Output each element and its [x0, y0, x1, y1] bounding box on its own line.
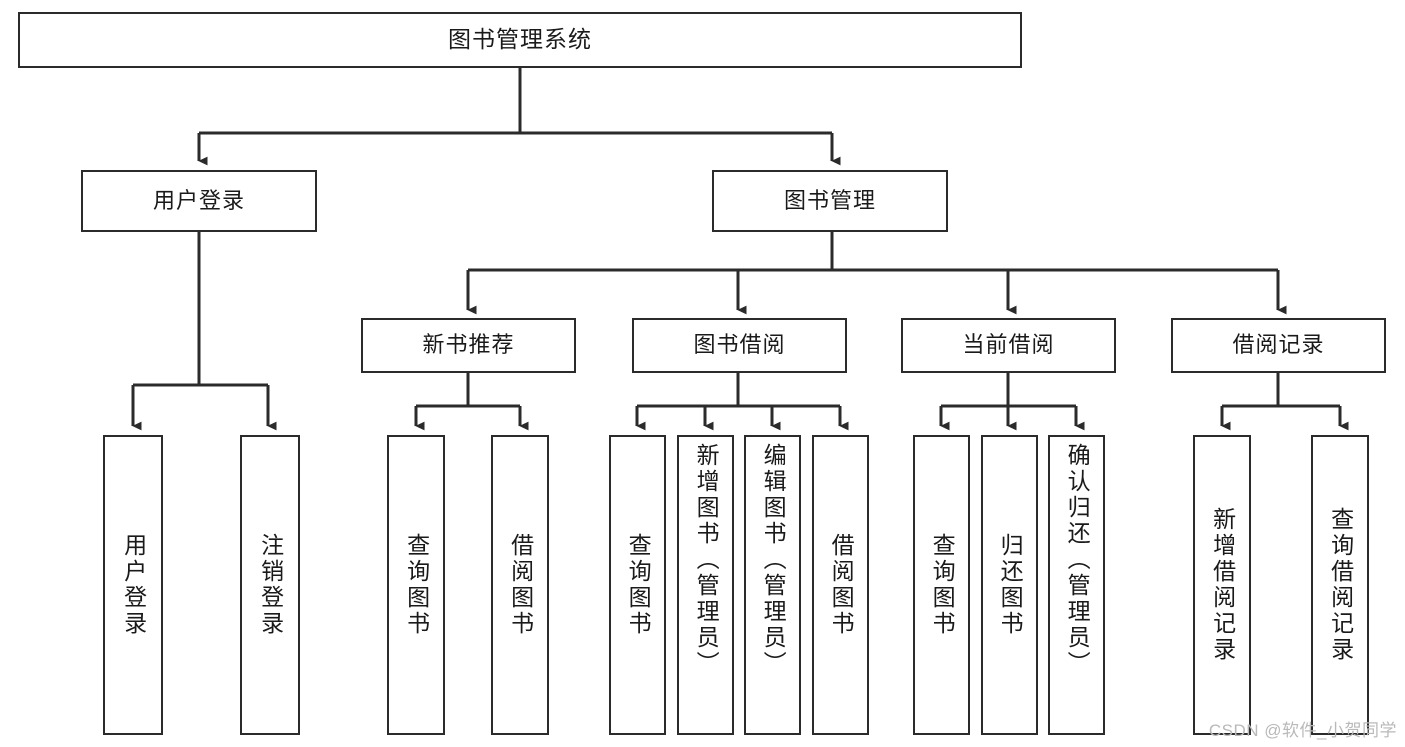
leaf-new-book-query-label: 查询图书 [403, 533, 430, 637]
leaf-borrow-query[interactable]: 查询图书 [609, 435, 666, 735]
node-user-login[interactable]: 用户登录 [81, 170, 317, 232]
leaf-borrow-query-label: 查询图书 [625, 533, 652, 637]
leaf-new-book-borrow[interactable]: 借阅图书 [491, 435, 549, 735]
leaf-record-query-label: 查询借阅记录 [1327, 507, 1354, 663]
node-user-login-label: 用户登录 [152, 187, 245, 213]
node-new-book-recommend-label: 新书推荐 [422, 332, 515, 358]
leaf-user-login-label: 用户登录 [120, 533, 147, 637]
leaf-current-query-label: 查询图书 [929, 533, 956, 637]
leaf-borrow-lend-book[interactable]: 借阅图书 [812, 435, 869, 735]
node-root-label: 图书管理系统 [448, 26, 592, 53]
node-current-borrow-label: 当前借阅 [962, 332, 1055, 358]
leaf-new-book-borrow-label: 借阅图书 [507, 533, 534, 637]
node-new-book-recommend[interactable]: 新书推荐 [361, 318, 576, 373]
leaf-record-add[interactable]: 新增借阅记录 [1193, 435, 1251, 735]
node-book-management-label: 图书管理 [783, 187, 876, 213]
leaf-new-book-query[interactable]: 查询图书 [387, 435, 445, 735]
leaf-borrow-add-book-label: 新增图书（管理员） [693, 443, 720, 677]
leaf-borrow-edit-book-label: 编辑图书（管理员） [760, 443, 787, 677]
leaf-borrow-lend-book-label: 借阅图书 [828, 533, 855, 637]
leaf-user-logout[interactable]: 注销登录 [240, 435, 300, 735]
leaf-user-logout-label: 注销登录 [257, 533, 284, 637]
leaf-user-login[interactable]: 用户登录 [103, 435, 163, 735]
leaf-record-query[interactable]: 查询借阅记录 [1311, 435, 1369, 735]
leaf-record-add-label: 新增借阅记录 [1209, 507, 1236, 663]
leaf-borrow-add-book[interactable]: 新增图书（管理员） [677, 435, 734, 735]
leaf-current-confirm-return-label: 确认归还（管理员） [1064, 443, 1091, 677]
node-book-borrow-label: 图书借阅 [693, 332, 786, 358]
node-book-borrow[interactable]: 图书借阅 [632, 318, 847, 373]
node-root[interactable]: 图书管理系统 [18, 12, 1022, 68]
leaf-borrow-edit-book[interactable]: 编辑图书（管理员） [744, 435, 801, 735]
node-borrow-records[interactable]: 借阅记录 [1171, 318, 1386, 373]
leaf-current-query[interactable]: 查询图书 [913, 435, 970, 735]
leaf-current-confirm-return[interactable]: 确认归还（管理员） [1048, 435, 1105, 735]
node-current-borrow[interactable]: 当前借阅 [901, 318, 1116, 373]
leaf-current-return-label: 归还图书 [997, 533, 1024, 637]
watermark-text: CSDN @软件_小贺同学 [1208, 721, 1397, 740]
node-book-management[interactable]: 图书管理 [712, 170, 948, 232]
node-borrow-records-label: 借阅记录 [1232, 332, 1325, 358]
leaf-current-return[interactable]: 归还图书 [981, 435, 1038, 735]
